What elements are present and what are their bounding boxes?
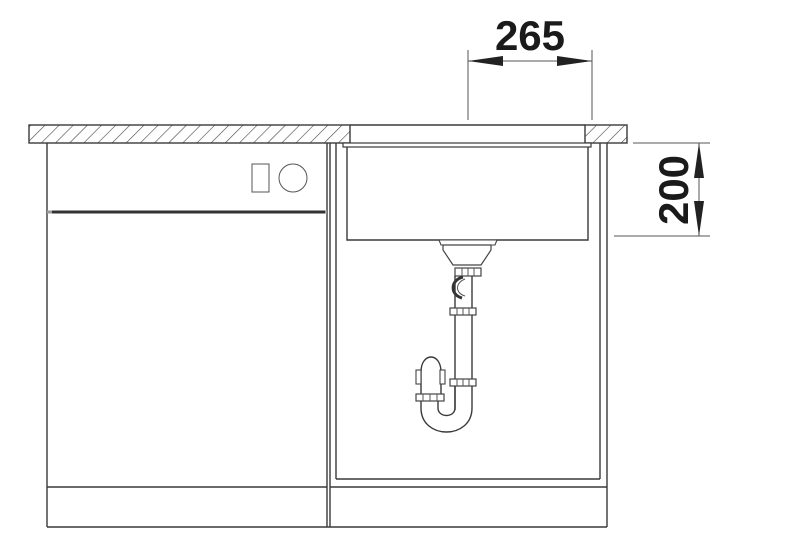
sink-bowl bbox=[342, 142, 592, 246]
dishwasher bbox=[46, 143, 328, 527]
drain-siphon bbox=[415, 244, 492, 433]
dimension-height: 200 bbox=[614, 142, 710, 237]
dimension-width-label: 265 bbox=[495, 12, 565, 59]
dishwasher-button-icon bbox=[251, 163, 270, 193]
dishwasher-knob-icon bbox=[278, 163, 308, 193]
base-cabinet bbox=[47, 143, 608, 528]
countertop bbox=[28, 124, 628, 144]
dimension-width: 265 bbox=[467, 12, 593, 120]
dimension-height-label: 200 bbox=[650, 155, 697, 225]
